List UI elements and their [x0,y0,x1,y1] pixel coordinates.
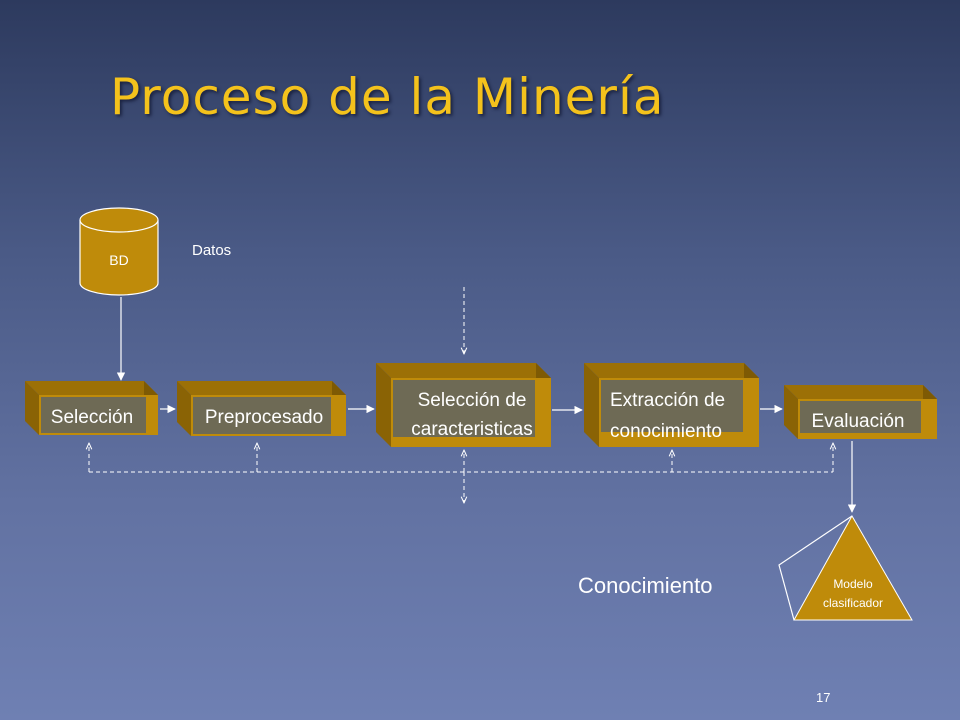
stage-extraccion-line2: conocimiento [610,421,722,442]
slide-title: Proceso de la Minería [110,68,665,126]
stage-preprocesado: Preprocesado [177,381,346,436]
modelo-line2: clasificador [823,596,883,610]
stage-seleccion-caracteristicas-line1: Selección de [418,390,527,411]
database-label: BD [109,252,128,268]
stage-evaluacion-label: Evaluación [812,411,905,432]
stage-seleccion-label: Selección [51,407,133,428]
stage-evaluacion: Evaluación [784,385,937,439]
feedback-loop [89,443,833,503]
slide-number: 17 [816,690,831,705]
stage-preprocesado-label: Preprocesado [205,407,323,428]
data-label: Datos [192,242,231,259]
stage-seleccion-caracteristicas: Selección de caracteristicas [376,363,551,447]
stage-extraccion-line1: Extracción de [610,390,725,411]
database-cylinder: BD [79,207,159,296]
modelo-clasificador: Modelo clasificador [778,514,913,621]
conocimiento-label: Conocimiento [578,573,713,598]
stage-seleccion-caracteristicas-line2: caracteristicas [411,419,532,440]
stage-seleccion: Selección [25,381,158,435]
stage-extraccion-conocimiento: Extracción de conocimiento [584,363,759,447]
modelo-line1: Modelo [833,577,873,591]
